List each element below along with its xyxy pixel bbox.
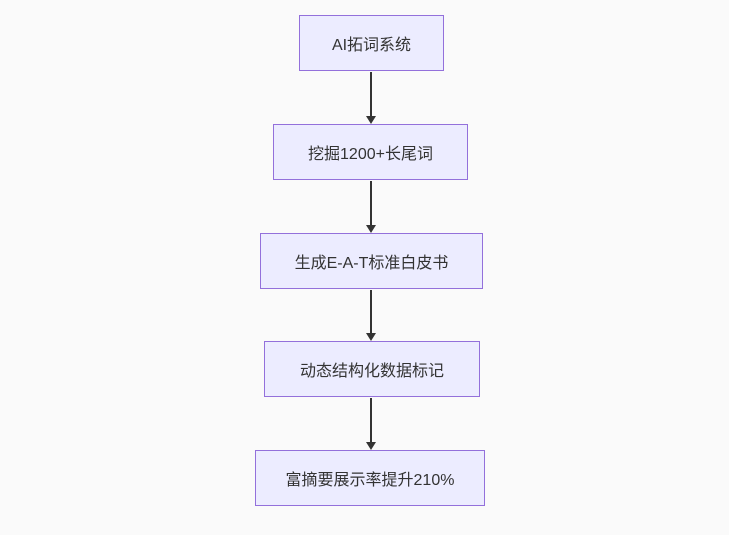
flow-edge-3 [366, 290, 376, 341]
edge-line [370, 72, 372, 118]
flow-edge-1 [366, 72, 376, 124]
arrowhead-icon [366, 225, 376, 233]
flow-node-4: 动态结构化数据标记 [264, 341, 480, 397]
flow-node-3-label: 生成E-A-T标准白皮书 [294, 255, 449, 272]
flow-node-1-label: AI拓词系统 [331, 37, 412, 54]
arrowhead-icon [366, 442, 376, 450]
flow-node-3: 生成E-A-T标准白皮书 [260, 233, 483, 289]
edge-line [370, 181, 372, 227]
flow-edge-2 [366, 181, 376, 233]
flow-node-2-label: 挖掘1200+长尾词 [308, 146, 433, 163]
flow-edge-4 [366, 398, 376, 450]
flow-node-4-label: 动态结构化数据标记 [299, 363, 444, 380]
arrowhead-icon [366, 333, 376, 341]
flow-node-2: 挖掘1200+长尾词 [273, 124, 468, 180]
edge-line [370, 290, 372, 335]
flow-node-5: 富摘要展示率提升210% [255, 450, 485, 506]
arrowhead-icon [366, 116, 376, 124]
flow-node-1: AI拓词系统 [299, 15, 444, 71]
flow-node-5-label: 富摘要展示率提升210% [285, 472, 455, 489]
edge-line [370, 398, 372, 444]
